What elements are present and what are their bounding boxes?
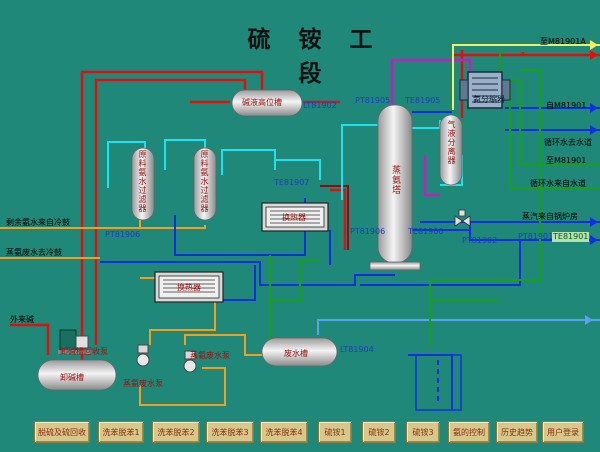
to-m81901-label: 至M81901 (546, 156, 587, 165)
blue-pipe-network (100, 107, 600, 410)
light-blue-pipe (317, 319, 600, 335)
nav-benzene-2[interactable]: 洗苯脱苯2 (152, 421, 200, 443)
waste-pump-2-label: 蒸氨废水泵 (190, 351, 230, 360)
tag-lt81902[interactable]: LT81902 (303, 101, 337, 110)
tag-pt81905[interactable]: PT81905 (355, 96, 391, 105)
nav-ammonium-sulfate-3[interactable]: 硫铵3 (406, 421, 440, 443)
tag-pt81906-left[interactable]: PT81906 (105, 230, 141, 239)
nav-benzene-1[interactable]: 洗苯脱苯1 (98, 421, 144, 443)
waste-pump-1-label: 蒸氨废水泵 (123, 379, 163, 388)
steam-control-valve[interactable] (454, 209, 471, 227)
unload-tank-label: 卸碱槽 (60, 373, 84, 382)
cyan-pipe-network (107, 120, 463, 200)
nav-ammonium-sulfate-1[interactable]: 硫铵1 (318, 421, 352, 443)
page-title: 硫 铵 工 段 (247, 26, 383, 87)
nav-ammonium-sulfate-2[interactable]: 硫铵2 (362, 421, 396, 443)
waste-tank-label: 废水槽 (284, 349, 308, 358)
tag-te81907[interactable]: TE81907 (274, 178, 310, 187)
purple-pipe (390, 58, 472, 197)
waste-water-tank[interactable] (261, 337, 338, 367)
tag-te81905[interactable]: TE81905 (405, 96, 441, 105)
tag-pt81901[interactable]: PT81901 (518, 232, 554, 241)
tag-te81906[interactable]: TE81906 (408, 227, 444, 236)
raw-filter-1[interactable] (131, 147, 155, 221)
to-m81901a-label: 至M81901A (540, 37, 586, 46)
nav-benzene-3[interactable]: 洗苯脱苯3 (206, 421, 254, 443)
gas-liquid-separator[interactable] (439, 114, 463, 186)
sump-pit (415, 354, 462, 411)
heat-exchanger-2[interactable] (154, 271, 224, 303)
nav-desulfurization[interactable]: 脱硫及硫回收 (34, 421, 90, 443)
nav-benzene-4[interactable]: 洗苯脱苯4 (260, 421, 308, 443)
tag-lt81904[interactable]: LT81904 (340, 345, 374, 354)
alkali-in-label: 外来碱 (10, 315, 34, 324)
cw-supply-label: 循环水来自水道 (530, 179, 586, 188)
tag-pt81902[interactable]: PT81902 (462, 236, 498, 245)
bottom-navigation: 脱硫及硫回收 洗苯脱苯1 洗苯脱苯2 洗苯脱苯3 洗苯脱苯4 硫铵1 硫铵2 硫… (28, 421, 588, 445)
nav-ammonia-control[interactable]: 氨的控制 (448, 421, 490, 443)
waste-pump-1[interactable] (136, 344, 150, 367)
condenser-label: 氨分缩器 (473, 95, 505, 104)
tag-pt81906[interactable]: PT81906 (350, 227, 386, 236)
nav-history-trend[interactable]: 历史趋势 (496, 421, 538, 443)
alkali-high-tank-label: 碱液高位槽 (242, 98, 282, 107)
waste-water-out-label: 蒸氨废水去冷鼓 (6, 248, 62, 257)
yellow-pipe (452, 44, 600, 110)
green-pipe-network (268, 50, 600, 345)
orange-pipe-network (0, 205, 262, 406)
alkali-unload-tank[interactable] (37, 359, 117, 391)
heat-exchanger-2-label: 换热器 (177, 283, 201, 292)
nav-user-login[interactable]: 用户登录 (542, 421, 584, 443)
waste-pump-2[interactable] (183, 350, 197, 373)
separator-label: 气液分离器 (447, 120, 456, 165)
flow-arrows (585, 40, 598, 325)
tag-te81901[interactable]: TE81901 (552, 232, 590, 242)
ammonia-condenser[interactable] (459, 71, 511, 109)
unload-recovery-pump[interactable] (58, 329, 92, 354)
dark-red-pipe (320, 185, 349, 250)
ammonia-stripper-tower[interactable] (369, 104, 421, 271)
stripper-label: 蒸氨塔 (390, 165, 400, 195)
raw-filter-2-label: 原料氨水过滤器 (200, 150, 209, 213)
heat-exchanger-1[interactable] (261, 202, 329, 232)
unload-pump-label: 卸碱槽回收泵 (60, 347, 108, 356)
cw-return-label: 循环水去水道 (544, 138, 592, 147)
alkali-high-tank[interactable] (231, 89, 303, 117)
raw-filter-2[interactable] (193, 147, 217, 221)
residual-ammonia-label: 剩余氨水来自冷鼓 (6, 218, 70, 227)
steam-in-label: 蒸汽来自锅炉房 (522, 212, 578, 221)
raw-filter-1-label: 原料氨水过滤器 (138, 150, 147, 213)
heat-exchanger-1-label: 换热器 (282, 213, 306, 222)
from-m81901-label: 自M81901 (546, 101, 587, 110)
